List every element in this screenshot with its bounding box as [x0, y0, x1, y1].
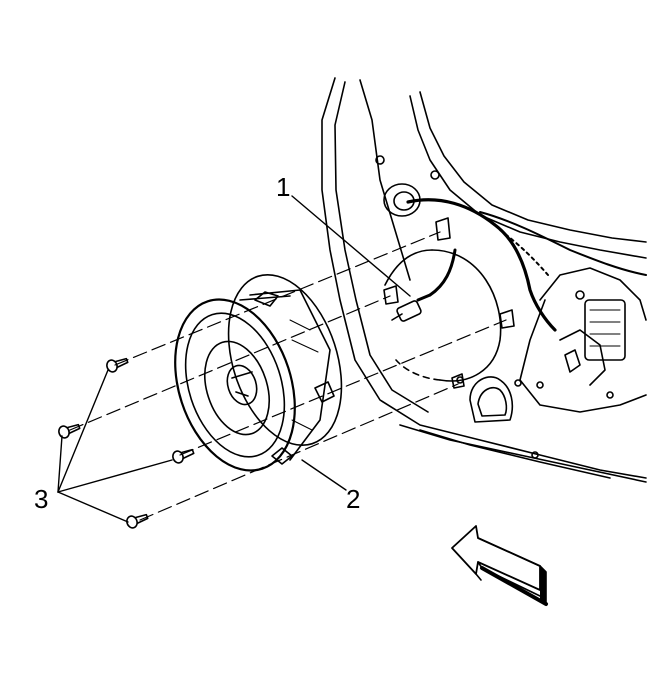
screws — [58, 357, 195, 529]
leader-1 — [291, 195, 411, 297]
speaker — [174, 273, 343, 472]
speaker-opening — [384, 249, 502, 382]
door-bracket — [519, 267, 647, 413]
leader-3c — [57, 459, 173, 493]
callout-3: 3 — [34, 484, 49, 514]
mounting-slots — [383, 217, 515, 389]
screw-icon — [172, 448, 195, 464]
leader-3a — [57, 369, 109, 493]
callout-1: 1 — [276, 172, 291, 202]
wire-harness — [406, 198, 647, 332]
screw-icon — [58, 423, 81, 439]
alignment-lines — [69, 231, 507, 521]
leader-3d — [57, 491, 129, 523]
screw-icon — [126, 513, 149, 529]
screw-icon — [106, 357, 129, 373]
wire-connector — [391, 248, 457, 322]
door-pocket — [469, 376, 514, 423]
door-panel — [321, 77, 647, 483]
leader-lines — [57, 195, 411, 523]
leader-2 — [301, 459, 347, 491]
callout-2: 2 — [346, 484, 361, 514]
leader-3b — [57, 435, 63, 493]
direction-arrow-icon — [451, 525, 548, 606]
